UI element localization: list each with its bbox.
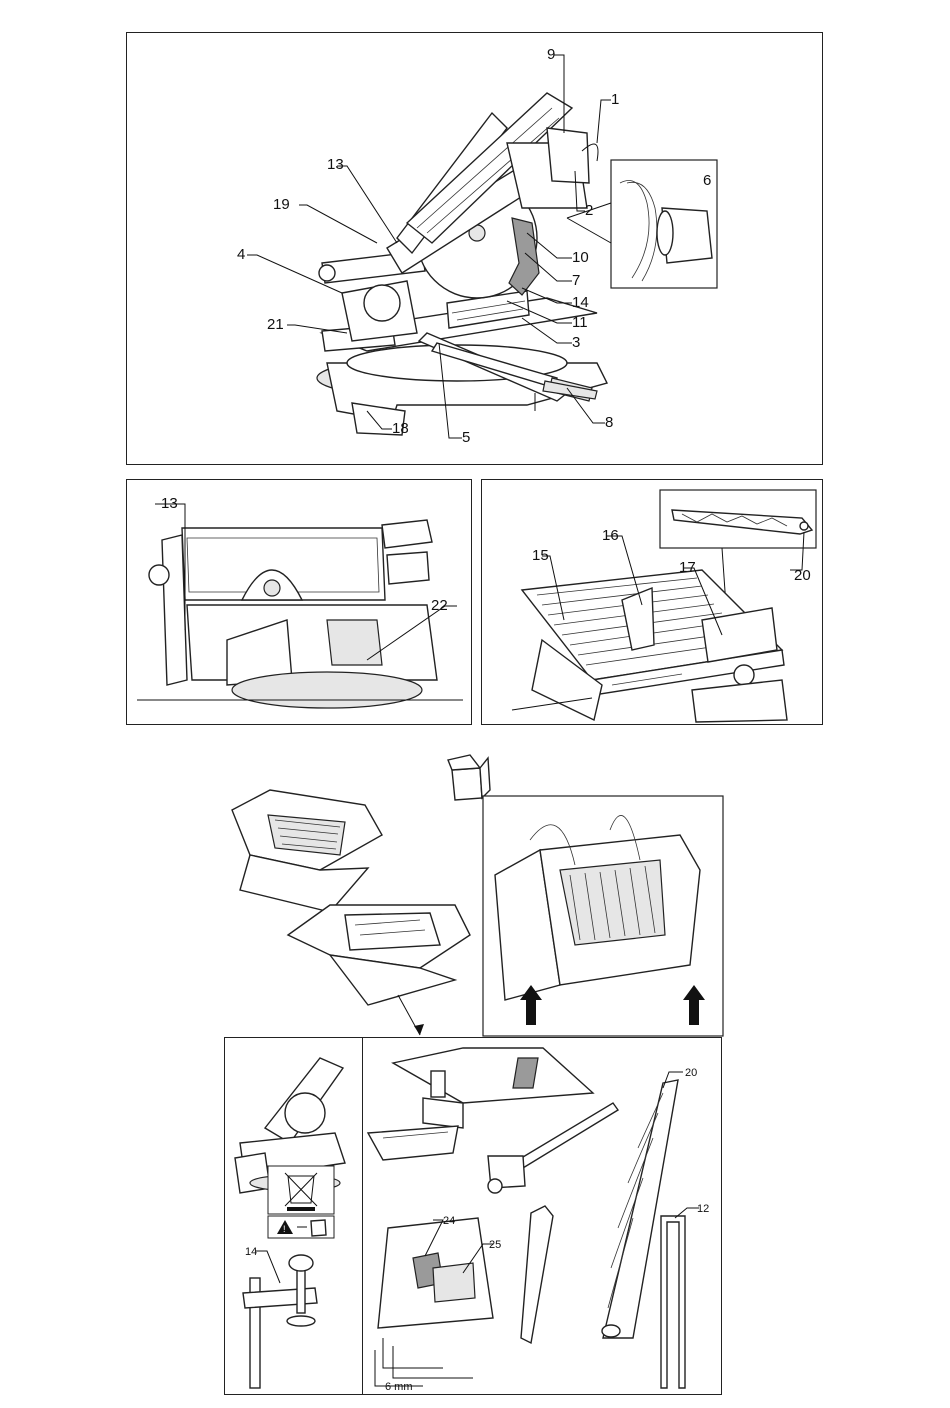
miter-saw-illustration: 9 1 13 2 6 19 10 4 7 14 11 21 3 8 18 5 <box>127 33 824 466</box>
callout-13: 13 <box>327 156 344 173</box>
callout-17: 17 <box>679 559 696 576</box>
svg-text:!: ! <box>283 1224 286 1234</box>
callout-1: 1 <box>611 91 619 108</box>
callout-6: 6 <box>703 172 711 189</box>
arrow-up-icon <box>520 985 542 1025</box>
arrow-up-icon <box>683 985 705 1025</box>
panel-contents-right: 20 12 24 25 6 mm <box>362 1037 722 1395</box>
callout-8: 8 <box>605 414 613 431</box>
table-saw-mode-illustration: 15 16 17 20 <box>482 480 824 726</box>
callout-9: 9 <box>547 46 555 63</box>
callout-14: 14 <box>245 1246 257 1258</box>
callout-22: 22 <box>431 597 448 614</box>
callout-13: 13 <box>161 495 178 512</box>
panel-main-overview: 9 1 13 2 6 19 10 4 7 14 11 21 3 8 18 5 <box>126 32 823 465</box>
callout-18: 18 <box>392 420 409 437</box>
open-box-icon <box>448 755 490 800</box>
callout-12: 12 <box>697 1203 709 1215</box>
contents-machine-illustration: ! 14 <box>225 1038 364 1396</box>
callout-19: 19 <box>273 196 290 213</box>
callout-11: 11 <box>572 314 588 331</box>
callout-7: 7 <box>572 272 580 289</box>
callout-24: 24 <box>443 1215 455 1227</box>
accessories-illustration: 20 12 24 25 6 mm <box>363 1038 723 1396</box>
callout-10: 10 <box>572 249 589 266</box>
callout-25: 25 <box>489 1239 501 1251</box>
callout-20: 20 <box>685 1067 697 1079</box>
callout-20: 20 <box>794 567 811 584</box>
callout-5: 5 <box>462 429 470 446</box>
callout-21: 21 <box>267 316 284 333</box>
callout-16: 16 <box>602 527 619 544</box>
panel-detail-right: 15 16 17 20 <box>481 479 823 725</box>
callout-3: 3 <box>572 334 580 351</box>
callout-4: 4 <box>237 246 245 263</box>
callout-14: 14 <box>572 294 589 311</box>
panel-contents-left: ! 14 <box>224 1037 363 1395</box>
upper-table-detail-illustration: 13 22 <box>127 480 473 726</box>
panel-detail-left: 13 22 <box>126 479 472 725</box>
hex-key-size-label: 6 mm <box>385 1381 413 1393</box>
callout-15: 15 <box>532 547 549 564</box>
callout-2: 2 <box>585 202 593 219</box>
